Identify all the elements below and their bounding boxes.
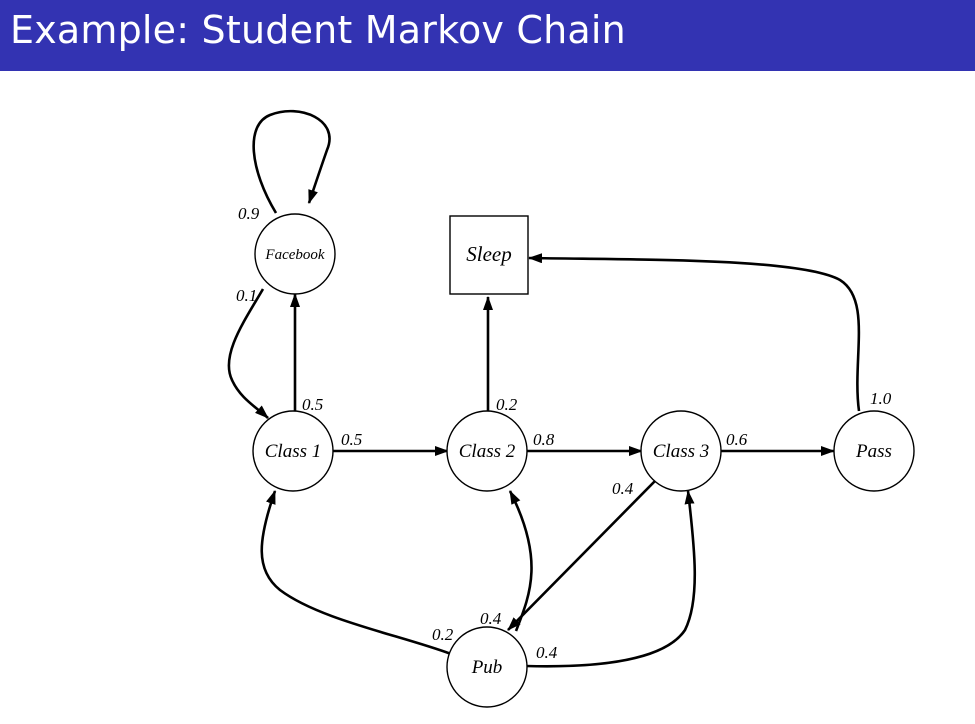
edge-pub-to-class1 — [260, 490, 452, 656]
label-class3-to-pass: 0.6 — [726, 430, 748, 449]
node-pass-label: Pass — [855, 441, 892, 462]
label-class3-to-pub: 0.4 — [612, 479, 634, 498]
node-facebook: Facebook — [254, 213, 336, 295]
node-class2: Class 2 — [446, 410, 528, 492]
node-pub: Pub — [446, 626, 528, 708]
node-pass: Pass — [833, 410, 915, 492]
slide-title-bar: Example: Student Markov Chain — [0, 0, 975, 71]
node-facebook-label: Facebook — [264, 247, 324, 263]
label-pub-to-class1: 0.2 — [432, 625, 454, 644]
label-class2-to-class3: 0.8 — [533, 430, 555, 449]
edge-pub-to-class3 — [525, 490, 697, 668]
label-facebook-to-class1: 0.1 — [236, 286, 257, 305]
label-class2-to-sleep: 0.2 — [496, 395, 518, 414]
node-sleep: Sleep — [449, 215, 529, 295]
label-pub-to-class3: 0.4 — [536, 643, 558, 662]
label-pass-to-sleep: 1.0 — [870, 389, 892, 408]
edge-facebook-to-class1 — [227, 288, 269, 419]
node-pub-label: Pub — [471, 657, 503, 678]
slide-title: Example: Student Markov Chain — [10, 8, 626, 52]
node-class1-label: Class 1 — [265, 441, 322, 462]
node-class2-label: Class 2 — [459, 441, 516, 462]
label-class1-to-class2: 0.5 — [341, 430, 362, 449]
edge-class3-to-pub — [507, 480, 656, 631]
node-sleep-label: Sleep — [466, 242, 511, 266]
edge-facebook-self — [252, 109, 331, 214]
edge-pub-to-class2 — [508, 490, 533, 632]
label-class1-to-facebook: 0.5 — [302, 395, 323, 414]
node-class1: Class 1 — [252, 410, 334, 492]
label-facebook-self: 0.9 — [238, 204, 260, 223]
node-class3-label: Class 3 — [653, 441, 710, 462]
node-class3: Class 3 — [640, 410, 722, 492]
edge-pass-to-sleep — [528, 253, 861, 412]
label-pub-to-class2: 0.4 — [480, 609, 502, 628]
